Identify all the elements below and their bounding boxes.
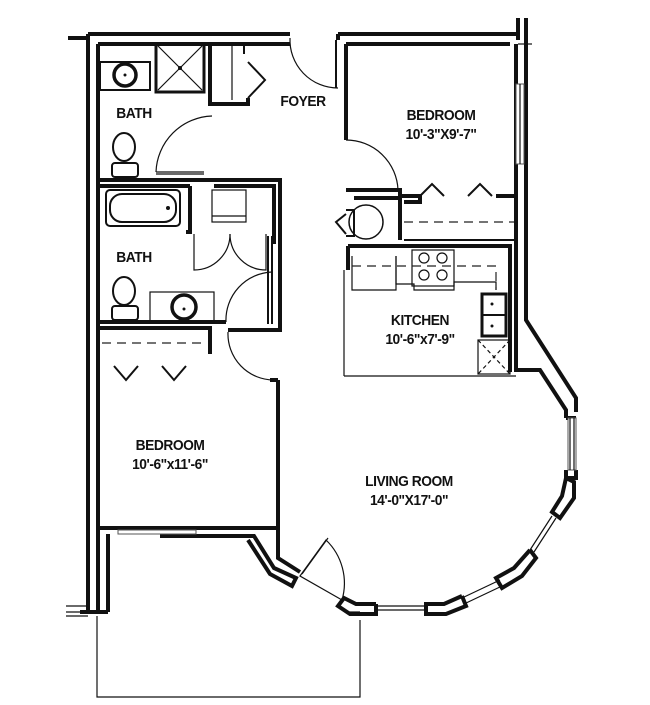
room-name: BEDROOM — [135, 437, 205, 454]
sink-icon — [170, 293, 198, 321]
shower-icon — [154, 42, 206, 94]
windows — [66, 83, 577, 617]
stove-burner-icon — [418, 252, 430, 264]
room-label-bath-2: BATH — [106, 248, 161, 267]
exterior-walls — [68, 18, 578, 616]
room-label-bedroom-2: BEDROOM 10'-6"x11'-6" — [120, 436, 219, 474]
room-name: FOYER — [280, 93, 326, 110]
room-label-bedroom-1: BEDROOM 10'-3"X9'-7" — [392, 106, 490, 144]
room-dimensions: 10'-6"x11'-6" — [132, 456, 208, 473]
sink-icon — [112, 62, 138, 88]
room-dimensions: 10'-3"X9'-7" — [405, 126, 477, 143]
room-dimensions: 14'-0"X17'-0" — [369, 492, 449, 509]
room-name: BEDROOM — [406, 107, 476, 124]
water-heater-icon — [348, 204, 384, 240]
room-label-kitchen: KITCHEN 10'-6"x7'-9" — [376, 311, 464, 349]
patio-outline — [96, 616, 361, 698]
room-label-foyer: FOYER — [271, 92, 335, 111]
toilet-icon — [112, 276, 136, 306]
room-name: BATH — [116, 105, 152, 122]
room-name: LIVING ROOM — [365, 473, 453, 490]
bathtub-icon — [109, 193, 177, 223]
doors — [113, 37, 493, 601]
room-label-bath-1: BATH — [106, 104, 161, 123]
room-name: BATH — [116, 249, 152, 266]
room-label-living-room: LIVING ROOM 14'-0"X17'-0" — [349, 472, 469, 510]
fixtures — [99, 42, 514, 375]
toilet-icon — [112, 132, 136, 162]
room-dimensions: 10'-6"x7'-9" — [385, 331, 455, 348]
interior-walls — [100, 34, 516, 528]
room-name: KITCHEN — [390, 312, 450, 329]
